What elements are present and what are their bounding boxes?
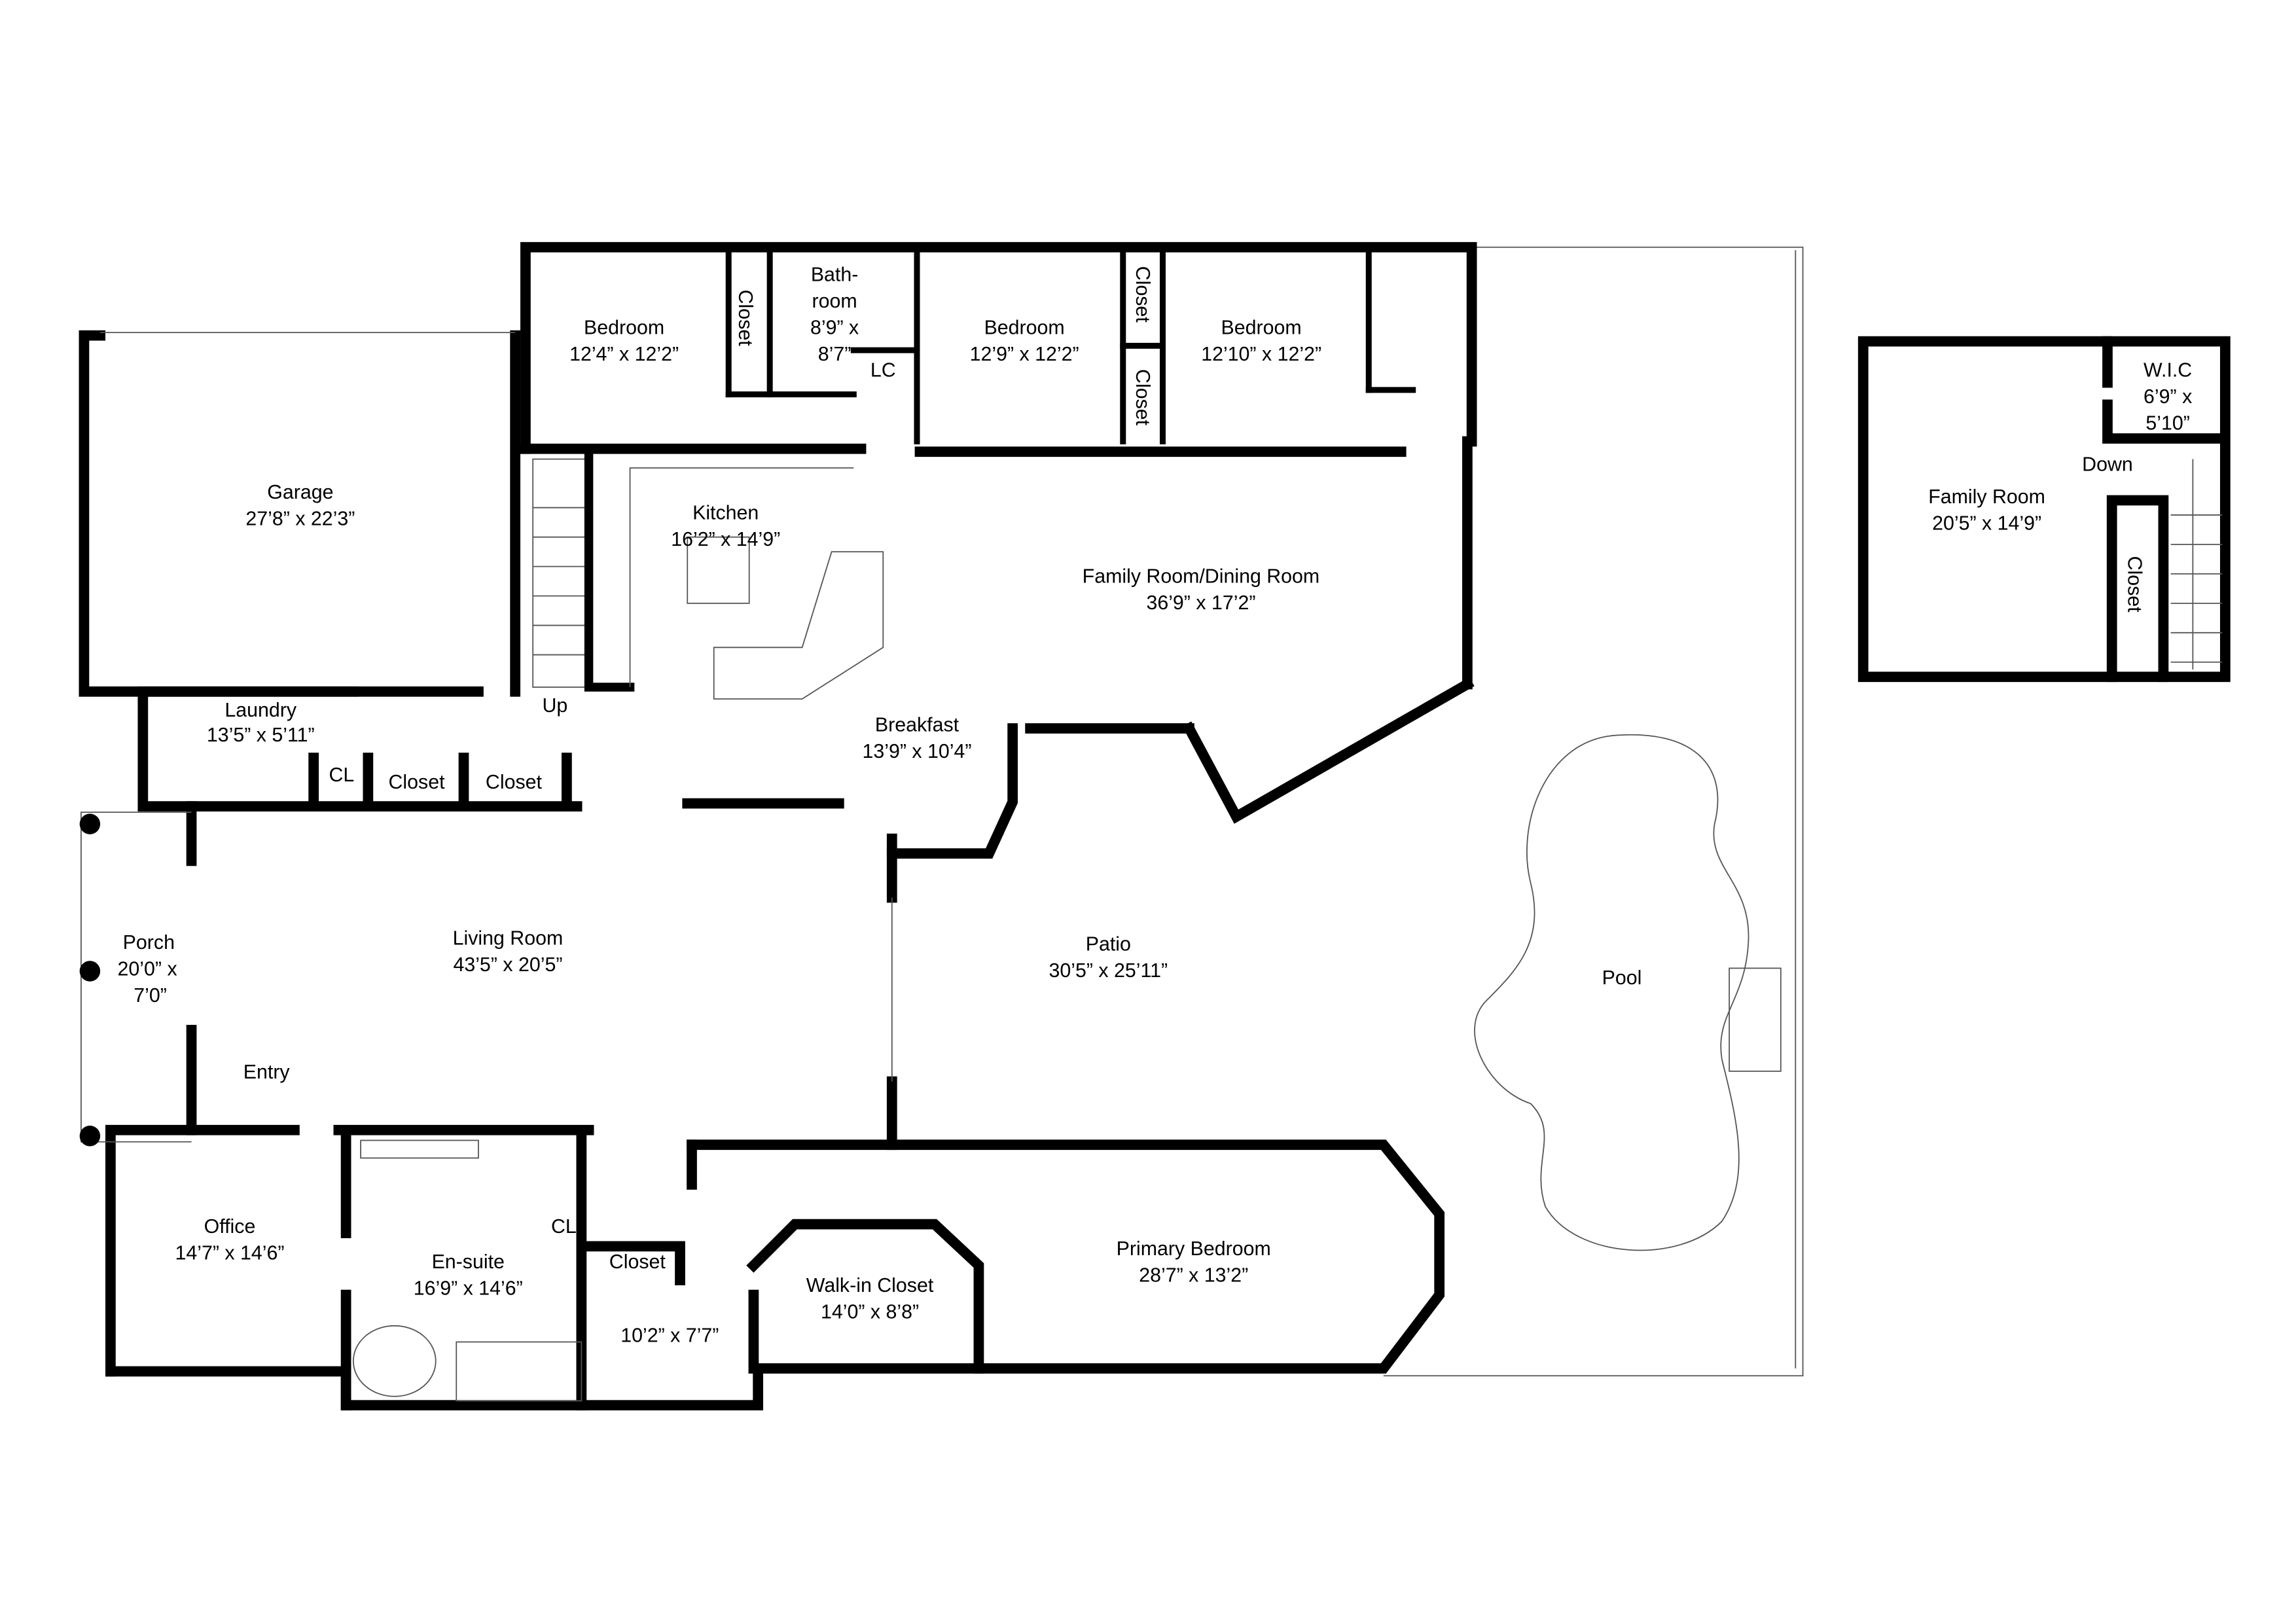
garage-name: Garage <box>267 482 333 503</box>
kitchen-name: Kitchen <box>692 503 759 524</box>
laundry-size: 13’5” x 5’11” <box>207 724 315 746</box>
hall-size: 10’2” x 7’7” <box>620 1325 719 1347</box>
upper-floor-walls <box>1857 336 2231 683</box>
porch-column <box>79 813 101 834</box>
patio-deck-outline <box>1383 246 1804 1377</box>
living-room-name: Living Room <box>453 927 564 949</box>
breakfast-size: 13’9” x 10’4” <box>863 741 972 762</box>
bedroom3-size: 12’10” x 12’2” <box>1201 344 1321 365</box>
patio-name: Patio <box>1086 933 1131 955</box>
bedroom3-name: Bedroom <box>1221 317 1302 338</box>
bathroom-size: 8’7” <box>818 344 852 365</box>
breakfast-name: Breakfast <box>875 714 960 736</box>
south-wing-walls <box>105 1128 1445 1411</box>
office-size: 14’7” x 14’6” <box>175 1243 284 1264</box>
interior-walls <box>725 247 1416 445</box>
lc-label: LC <box>870 360 896 382</box>
bathroom-name: Bath- <box>811 264 859 285</box>
closet-label: Closet <box>486 772 543 793</box>
upper-family-room-name: Family Room <box>1928 486 2045 508</box>
laundry-name: Laundry <box>224 700 296 721</box>
living-room-size: 43’5” x 20’5” <box>453 954 562 976</box>
walkin-size: 14’0” x 8’8” <box>821 1302 919 1323</box>
bathroom-size: 8’9” x <box>810 317 859 338</box>
patio-size: 30’5” x 25’11” <box>1049 960 1168 982</box>
bedroom2-name: Bedroom <box>984 317 1065 338</box>
porch-column <box>79 1126 101 1147</box>
closet-label: Closet <box>734 290 756 347</box>
cl-label: CL <box>551 1216 577 1238</box>
wic-name: W.I.C <box>2144 360 2192 382</box>
family-dining-name: Family Room/Dining Room <box>1083 565 1320 587</box>
bedroom1-name: Bedroom <box>584 317 664 338</box>
pool-name: Pool <box>1602 967 1642 989</box>
porch-size: 7’0” <box>134 985 167 1007</box>
pool-step <box>1729 967 1782 1072</box>
bedroom-wing-walls <box>520 241 1477 859</box>
kitchen-fixtures <box>629 467 884 700</box>
stairs-down-label: Down <box>2082 454 2133 475</box>
stairs-up <box>532 458 587 688</box>
porch-name: Porch <box>123 932 175 954</box>
wic-size: 6’9” x <box>2144 386 2192 408</box>
kitchen-island <box>687 536 750 604</box>
porch-size: 20’0” x <box>118 959 177 980</box>
stairs-down <box>2170 459 2223 670</box>
cl-label: CL <box>329 764 354 786</box>
wic-size: 5’10” <box>2145 413 2189 435</box>
kitchen-wall <box>584 452 635 692</box>
kitchen-peninsula <box>713 551 884 700</box>
garage-size: 27’8” x 22’3” <box>245 508 355 530</box>
primary-bedroom-name: Primary Bedroom <box>1117 1238 1271 1260</box>
ensuite-size: 16’9” x 14’6” <box>414 1278 523 1300</box>
closet-label: Closet <box>1132 266 1153 323</box>
office-name: Office <box>204 1216 256 1238</box>
pool-outline <box>1474 734 1749 1251</box>
closet-label: Closet <box>2123 556 2145 613</box>
closet-label: Closet <box>1132 369 1153 426</box>
ensuite-fixtures <box>352 1139 583 1402</box>
porch-column <box>79 961 101 982</box>
entry-label: Entry <box>243 1061 291 1083</box>
bedroom1-size: 12’4” x 12’2” <box>569 344 679 365</box>
ensuite-name: En-suite <box>432 1251 505 1273</box>
stairs-up-label: Up <box>542 695 567 717</box>
laundry-walls <box>137 686 583 812</box>
family-dining-size: 36’9” x 17’2” <box>1146 592 1255 614</box>
primary-bedroom-size: 28’7” x 13’2” <box>1139 1264 1248 1286</box>
living-room-walls <box>105 798 897 1377</box>
kitchen-size: 16’2” x 14’9” <box>671 529 780 550</box>
room-labels: Bedroom 12’4” x 12’2” Closet Bath- room … <box>118 264 1642 1346</box>
upper-floor-labels: W.I.C 6’9” x 5’10” Down Family Room 20’5… <box>1928 360 2192 613</box>
upper-family-room-size: 20’5” x 14’9” <box>1932 512 2041 534</box>
closet-label: Closet <box>389 772 446 793</box>
bedroom2-size: 12’9” x 12’2” <box>970 344 1079 365</box>
porch-outline <box>81 812 192 1143</box>
walkin-name: Walk-in Closet <box>806 1275 934 1296</box>
closet-label: Closet <box>609 1251 666 1273</box>
bathroom-name: room <box>812 291 857 312</box>
